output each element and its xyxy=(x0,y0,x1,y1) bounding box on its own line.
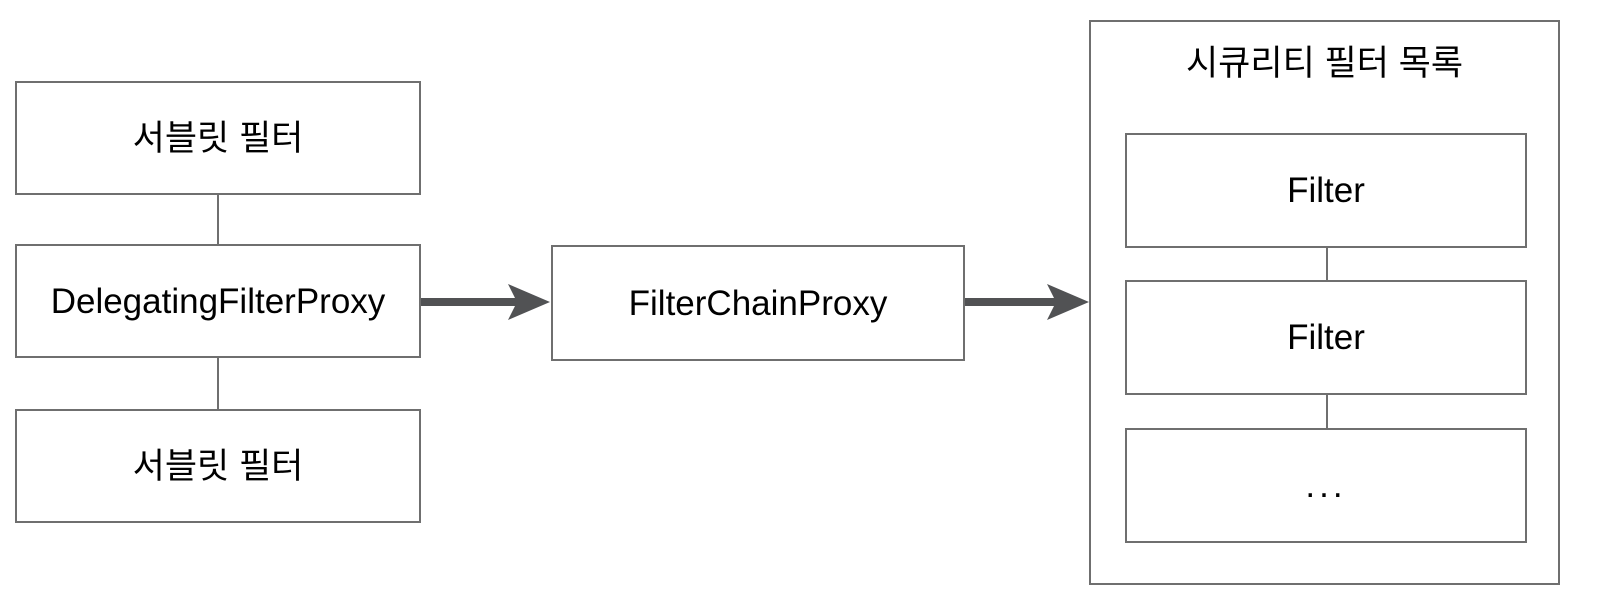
connector-delegating-to-servlet-bottom xyxy=(217,358,219,409)
delegating-filter-proxy-label: DelegatingFilterProxy xyxy=(50,281,386,321)
servlet-filter-bottom-label: 서블릿 필터 xyxy=(132,446,304,486)
servlet-filter-top-box: 서블릿 필터 xyxy=(15,81,421,195)
filter-chain-proxy-label: FilterChainProxy xyxy=(628,283,888,323)
security-filter-label-1: Filter xyxy=(1287,171,1365,210)
security-filter-box-ellipsis: ... xyxy=(1125,428,1527,543)
delegating-filter-proxy-box: DelegatingFilterProxy xyxy=(15,244,421,358)
arrow-filterchainproxy-to-security-list-icon xyxy=(965,284,1089,320)
connector-filter1-to-filter2 xyxy=(1326,248,1328,280)
connector-servlet-top-to-delegating xyxy=(217,195,219,244)
connector-filter2-to-ellipsis xyxy=(1326,395,1328,428)
security-filter-list-container: 시큐리티 필터 목록 Filter Filter ... xyxy=(1089,20,1560,585)
security-filter-list-title: 시큐리티 필터 목록 xyxy=(1185,44,1464,83)
servlet-filter-top-label: 서블릿 필터 xyxy=(132,118,304,158)
security-filter-label-2: Filter xyxy=(1287,318,1365,357)
servlet-filter-bottom-box: 서블릿 필터 xyxy=(15,409,421,523)
filter-chain-proxy-box: FilterChainProxy xyxy=(551,245,965,361)
arrow-delegating-to-filterchainproxy-icon xyxy=(421,284,550,320)
security-filter-box-2: Filter xyxy=(1125,280,1527,395)
security-filter-ellipsis-label: ... xyxy=(1305,466,1347,505)
security-filter-box-1: Filter xyxy=(1125,133,1527,248)
